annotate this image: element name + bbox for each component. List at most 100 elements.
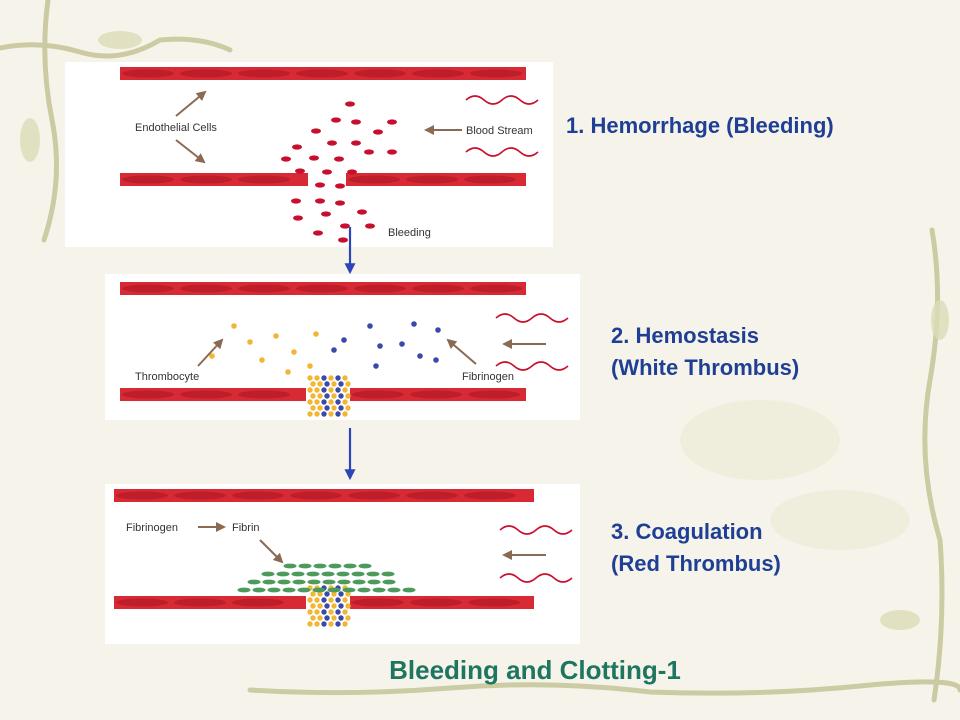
red-blood-cell xyxy=(335,200,345,206)
red-thrombus-cell xyxy=(317,591,323,597)
white-thrombus-cell xyxy=(328,387,334,393)
fibrin-strand xyxy=(322,579,336,585)
vine-bottom xyxy=(247,679,960,696)
fibrin-strand xyxy=(282,587,296,593)
endothelial-cell xyxy=(122,284,174,293)
white-thrombus-cell xyxy=(307,411,313,417)
platelet xyxy=(307,363,313,369)
white-thrombus-cell xyxy=(321,387,327,393)
fibrinogen-stage3-label: Fibrinogen xyxy=(126,522,178,534)
white-thrombus-cell xyxy=(321,399,327,405)
white-thrombus-cell xyxy=(345,381,351,387)
endothelial-cell xyxy=(470,69,522,78)
fibrin-label: Fibrin xyxy=(232,522,260,534)
leaf xyxy=(770,490,910,550)
blood-stream-label: Blood Stream xyxy=(466,125,533,137)
red-thrombus-cell xyxy=(307,621,313,627)
white-thrombus-cell xyxy=(335,399,341,405)
fibrin-strand xyxy=(307,579,321,585)
white-thrombus-cell xyxy=(331,405,337,411)
endothelial-cell xyxy=(406,491,458,500)
white-thrombus-cell xyxy=(331,393,337,399)
red-thrombus-cell xyxy=(331,591,337,597)
red-blood-cell xyxy=(313,230,323,236)
white-thrombus-cell xyxy=(328,399,334,405)
red-blood-cell xyxy=(331,117,341,123)
endothelial-cell xyxy=(296,69,348,78)
fibrin-strand xyxy=(261,571,275,577)
endothelial-cell xyxy=(352,390,404,399)
fibrinogen-particle xyxy=(433,357,439,363)
white-thrombus-cell xyxy=(317,381,323,387)
red-thrombus-cell xyxy=(307,609,313,615)
endothelial-cell xyxy=(464,175,516,184)
red-thrombus-cell xyxy=(321,609,327,615)
leaf xyxy=(880,610,920,630)
fibrin-strand xyxy=(358,563,372,569)
white-thrombus-cell xyxy=(338,381,344,387)
stage-2-title-line2: (White Thrombus) xyxy=(611,355,800,380)
red-thrombus-cell xyxy=(335,609,341,615)
endothelial-cell xyxy=(410,598,462,607)
red-thrombus-cell xyxy=(345,615,351,621)
fibrin-strand xyxy=(337,579,351,585)
fibrin-strand xyxy=(276,571,290,577)
fibrin-strand xyxy=(267,587,281,593)
endothelial-cell xyxy=(412,284,464,293)
red-blood-cell xyxy=(347,169,357,175)
stage-3-title: 3. Coagulation (Red Thrombus) xyxy=(611,516,781,580)
stage-1-panel xyxy=(65,62,553,247)
white-thrombus-cell xyxy=(307,399,313,405)
flow-wave xyxy=(499,525,573,535)
white-thrombus-cell xyxy=(342,411,348,417)
endothelial-cell xyxy=(122,175,174,184)
red-thrombus-cell xyxy=(321,621,327,627)
endothelial-cell xyxy=(348,491,400,500)
white-thrombus-cell xyxy=(338,393,344,399)
red-thrombus-cell xyxy=(328,597,334,603)
red-thrombus-cell xyxy=(328,621,334,627)
red-blood-cell xyxy=(345,101,355,107)
fibrin-strand xyxy=(382,579,396,585)
red-thrombus-cell xyxy=(331,615,337,621)
fibrin-strand xyxy=(367,579,381,585)
endothelial-cell xyxy=(174,598,226,607)
endothelial-cell xyxy=(238,69,290,78)
red-thrombus-cell xyxy=(345,591,351,597)
platelet xyxy=(247,339,253,345)
stage-3-title-line2: (Red Thrombus) xyxy=(611,551,781,576)
endothelial-cell xyxy=(412,69,464,78)
endothelial-cell xyxy=(238,284,290,293)
vine-left xyxy=(41,0,59,243)
flow-wave xyxy=(465,95,539,105)
red-blood-cell xyxy=(365,223,375,229)
fibrin-strand xyxy=(237,587,251,593)
endothelial-arrow-down xyxy=(175,139,206,164)
stage-3-title-line1: 3. Coagulation xyxy=(611,519,763,544)
fibrin-strand xyxy=(306,571,320,577)
fibrin-strand xyxy=(292,579,306,585)
fibrin-strand xyxy=(262,579,276,585)
endothelial-cell xyxy=(352,598,404,607)
red-thrombus-cell xyxy=(342,621,348,627)
endothelial-cell xyxy=(238,175,290,184)
red-blood-cell xyxy=(309,155,319,161)
red-blood-cell xyxy=(338,237,348,243)
red-thrombus-cell xyxy=(338,603,344,609)
thrombocyte-arrow xyxy=(197,338,224,367)
endothelial-cell xyxy=(238,390,290,399)
endothelial-cell xyxy=(354,69,406,78)
fibrin-strand xyxy=(298,563,312,569)
white-thrombus-cell xyxy=(310,381,316,387)
white-thrombus-cell xyxy=(307,375,313,381)
endothelial-cell xyxy=(122,69,174,78)
red-thrombus-cell xyxy=(310,615,316,621)
fibrin-strand xyxy=(343,563,357,569)
red-blood-cell xyxy=(311,128,321,134)
red-thrombus-cell xyxy=(310,603,316,609)
fibrin-strand xyxy=(372,587,386,593)
stage-1-title-line: 1. Hemorrhage (Bleeding) xyxy=(566,113,834,138)
fibrin-strand xyxy=(247,579,261,585)
stage-2-title-line1: 2. Hemostasis xyxy=(611,323,759,348)
fibrinogen-particle xyxy=(435,327,441,333)
